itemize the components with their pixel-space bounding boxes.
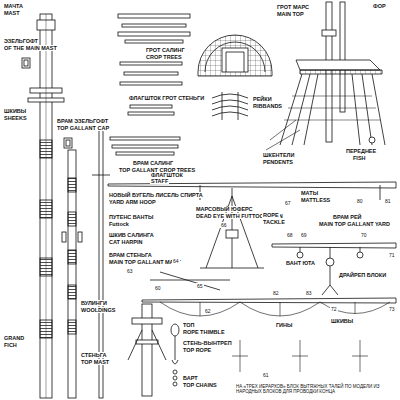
part-label: MAIN TOP GALLANT MAST [108,259,182,265]
part-label: TOP MAST [80,359,110,365]
part-label: ФЛАГШТОК ГРОТ СТЕНЬГИ [128,95,205,101]
callout-number: 71 [388,252,396,258]
part-label: НОВЫЙ БУГЕЛЬ ЛИСЕЛЬ СПИРТА [108,192,204,198]
part-label: TACKLE [262,219,286,225]
part-label: БРАМ СТЕНЬГА [108,252,153,258]
part-label: ФОР [372,3,387,9]
part-label: ПУТЕНС ВАНТЫ [108,214,154,220]
part-label: ШКИВЫ [330,318,354,324]
part-label: MAST [3,10,21,16]
part-label: СТЕНЬГА [80,352,108,358]
part-label: ГРОТ САЛИНГ [145,47,186,53]
part-label: ГИНЫ [275,322,293,328]
callout-number: 72 [330,306,338,312]
part-label: SHEEKS [3,115,28,121]
part-label: PENDENTS [262,159,294,165]
part-label: STAFF [150,178,169,184]
part-label: БАРТ [182,375,199,381]
part-label: ШКЕНТЕЛИ [262,152,295,158]
callout-number: 65 [196,283,204,289]
part-label: TOP GALLANT CAP [56,125,110,131]
part-label: РЕЙКИ [252,96,273,102]
callout-number: 68 [286,232,294,238]
part-label: ВУЛИНГИ [80,300,108,306]
part-label: CAT HARPIN [108,239,144,245]
part-label: CROP TREES [145,54,183,60]
part-label: СТЕНЬ-ВЫНТРЕП [182,340,233,346]
callout-number: 62 [204,308,212,314]
part-label: ШКИВЫ [3,108,27,114]
callout-number: 70 [360,232,368,238]
part-label: ТОП [182,322,195,328]
callout-number: 64 [172,258,180,264]
part-label: ПЕРЕДНЕЕ [345,148,377,154]
part-label: МАРСОВЫЙ ЮФЕРС [195,206,254,212]
part-label: ГРОТ МАРС [276,4,310,10]
callout-number: 66 [220,222,228,228]
part-label: OF THE MAIN MAST [3,45,58,51]
callout-number: 69 [300,232,308,238]
part-label: МАТЫ [300,190,319,196]
note-text: НА «ТРЕХ ИЕРАРХОВ» БЛОК ВЫТЯЖНЫХ ТАЛЕЙ П… [235,384,387,394]
part-label: RIBBANDS [252,103,283,109]
part-label: YARD ARM HOOP [108,199,157,205]
part-label: ROPE [262,212,280,218]
part-label: TOP CHAINS [182,382,218,388]
part-label: БРАМ САЛИНГ [132,160,174,166]
part-label: ROPE THIMBLE [182,329,226,335]
part-label: МАЧТА [3,3,24,9]
part-label: MAIN TOP GALLANT YARD [318,221,391,227]
part-label: GRAND [3,335,25,341]
part-label: ВАНТ ЮТА [285,260,316,266]
part-label: ДРАЙРЕП БЛОКИ [338,272,387,278]
part-label: MAIN TOP [276,11,305,17]
callout-number: 67 [284,200,292,206]
part-label: ШКИВ САЛИНГА [108,232,155,238]
callout-number: 60 [154,285,162,291]
callout-number: 63 [126,268,134,274]
part-label: FICH [3,342,18,348]
part-label: Futtock [108,221,130,227]
part-label: WOOLDINGS [80,307,117,313]
callout-number: 81 [384,198,392,204]
callout-number: 73 [388,306,396,312]
callout-number: 82 [272,290,280,296]
part-label: FISH [352,155,367,161]
part-label: MATTLESS [300,197,331,203]
callout-number: 83 [305,290,313,296]
callout-number: 80 [356,198,364,204]
part-label: БРАМ РЕЙ [332,214,363,220]
callout-number: 61 [262,372,270,378]
part-label: БРАМ ЭЗЕЛЬГОФТ [56,118,109,124]
part-label: TOP ROPE [182,347,212,353]
part-label: ЭЗЕЛЬГОФТ [3,38,39,44]
